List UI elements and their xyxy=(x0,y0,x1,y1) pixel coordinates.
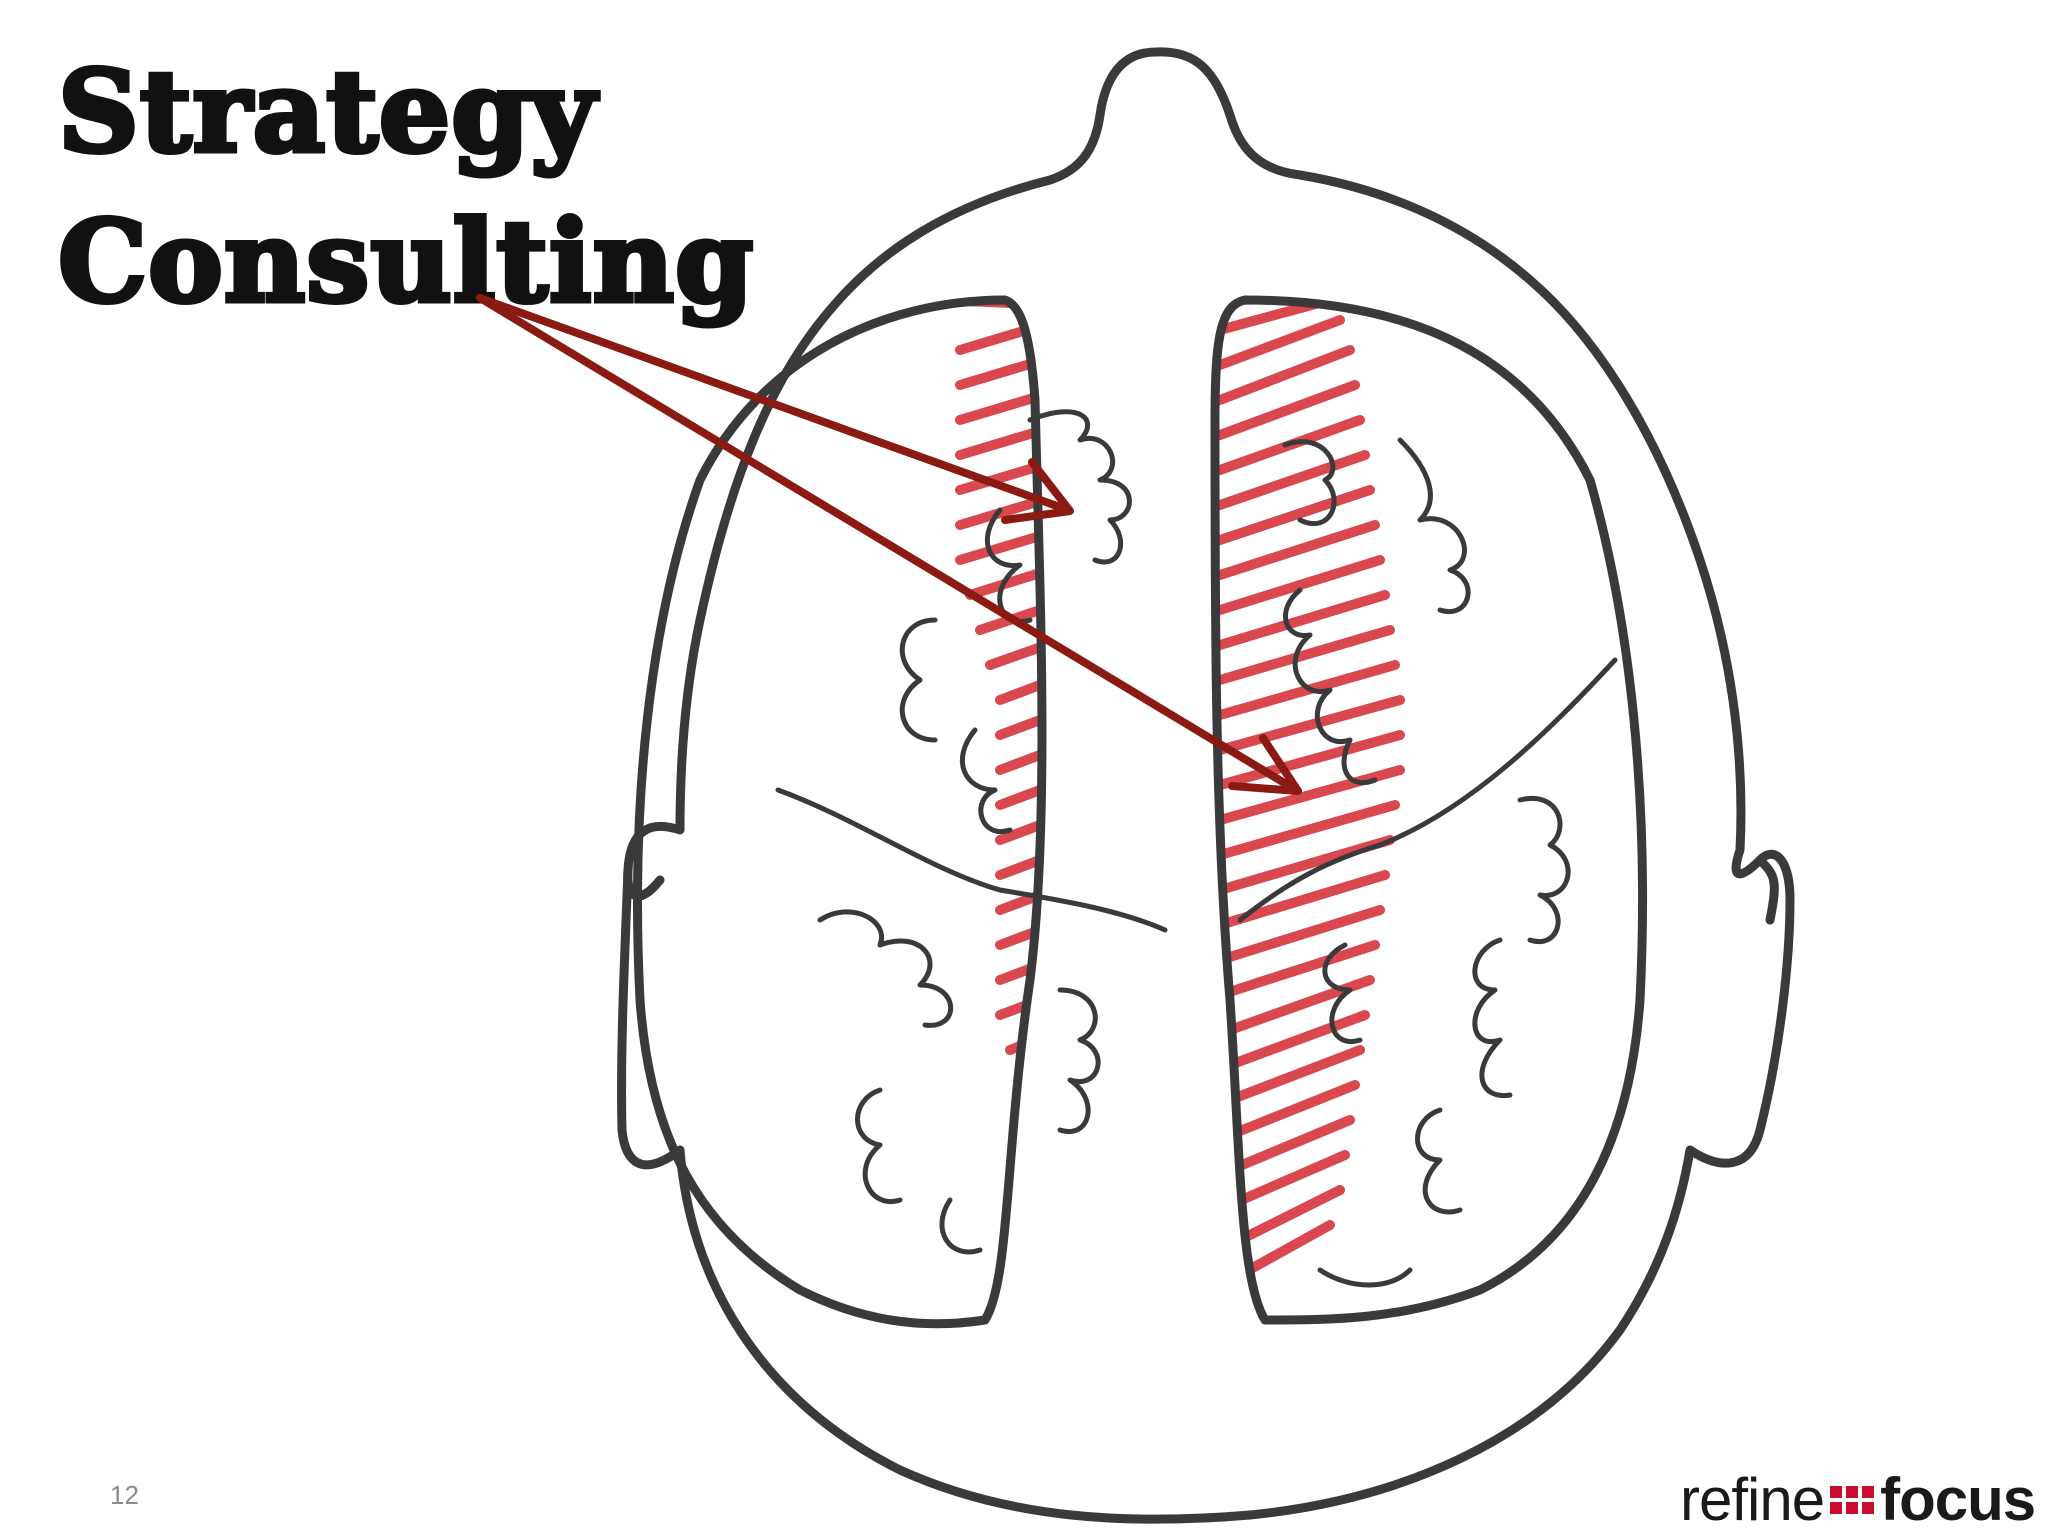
arrow-icon xyxy=(476,294,1302,795)
logo-word-right: focus xyxy=(1880,1466,2036,1533)
slide-number: 12 xyxy=(110,1480,139,1510)
lobe-dividers xyxy=(775,657,1618,933)
brain-folds xyxy=(817,409,1571,1288)
left-hemisphere-hatching xyxy=(935,300,1042,1300)
brain-icon xyxy=(633,295,1648,1329)
title-line-2: Consulting xyxy=(55,195,755,331)
title-line-1: Strategy xyxy=(55,45,598,181)
logo-mark-icon xyxy=(1830,1486,1875,1514)
slide-title: Strategy Consulting xyxy=(55,38,755,338)
brain-outline xyxy=(633,295,1648,1329)
company-logo: refine focus xyxy=(1680,1466,2036,1533)
logo-word-left: refine xyxy=(1680,1466,1825,1533)
head-outline-icon xyxy=(617,47,1795,1524)
